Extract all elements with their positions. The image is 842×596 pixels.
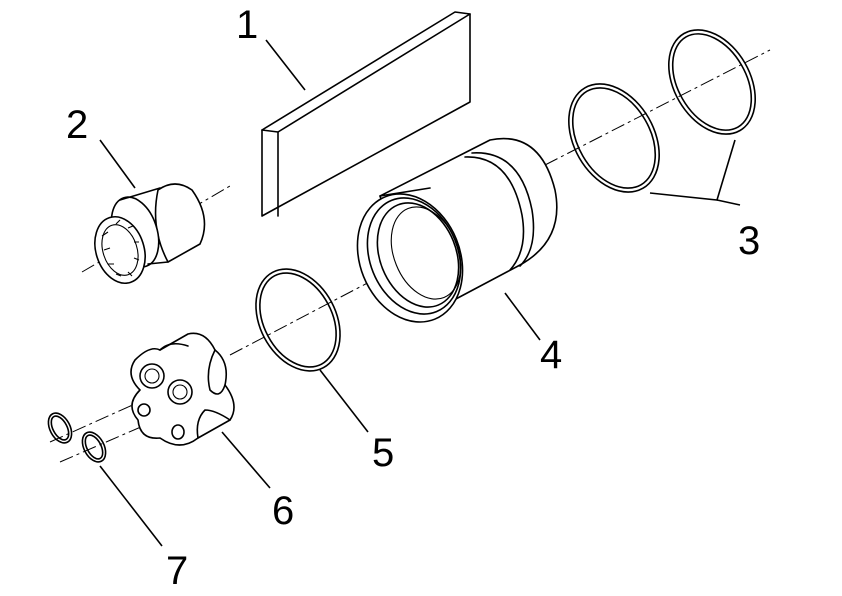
part-5-oring <box>255 268 341 372</box>
part-1-plate <box>261 11 471 217</box>
part-3-orings <box>568 29 757 193</box>
part-7-small-rings <box>47 412 107 463</box>
callout-6: 6 <box>272 489 294 533</box>
callout-4: 4 <box>540 333 562 377</box>
callout-2: 2 <box>66 103 88 147</box>
callout-1: 1 <box>236 3 258 47</box>
part-6-valve-body <box>130 332 235 446</box>
part-2-splined-coupling <box>94 183 206 284</box>
leader-lines <box>99 39 741 547</box>
callout-5: 5 <box>372 431 394 475</box>
part-4-sleeve <box>356 137 558 323</box>
callout-3: 3 <box>738 219 760 263</box>
callout-7: 7 <box>166 549 188 593</box>
